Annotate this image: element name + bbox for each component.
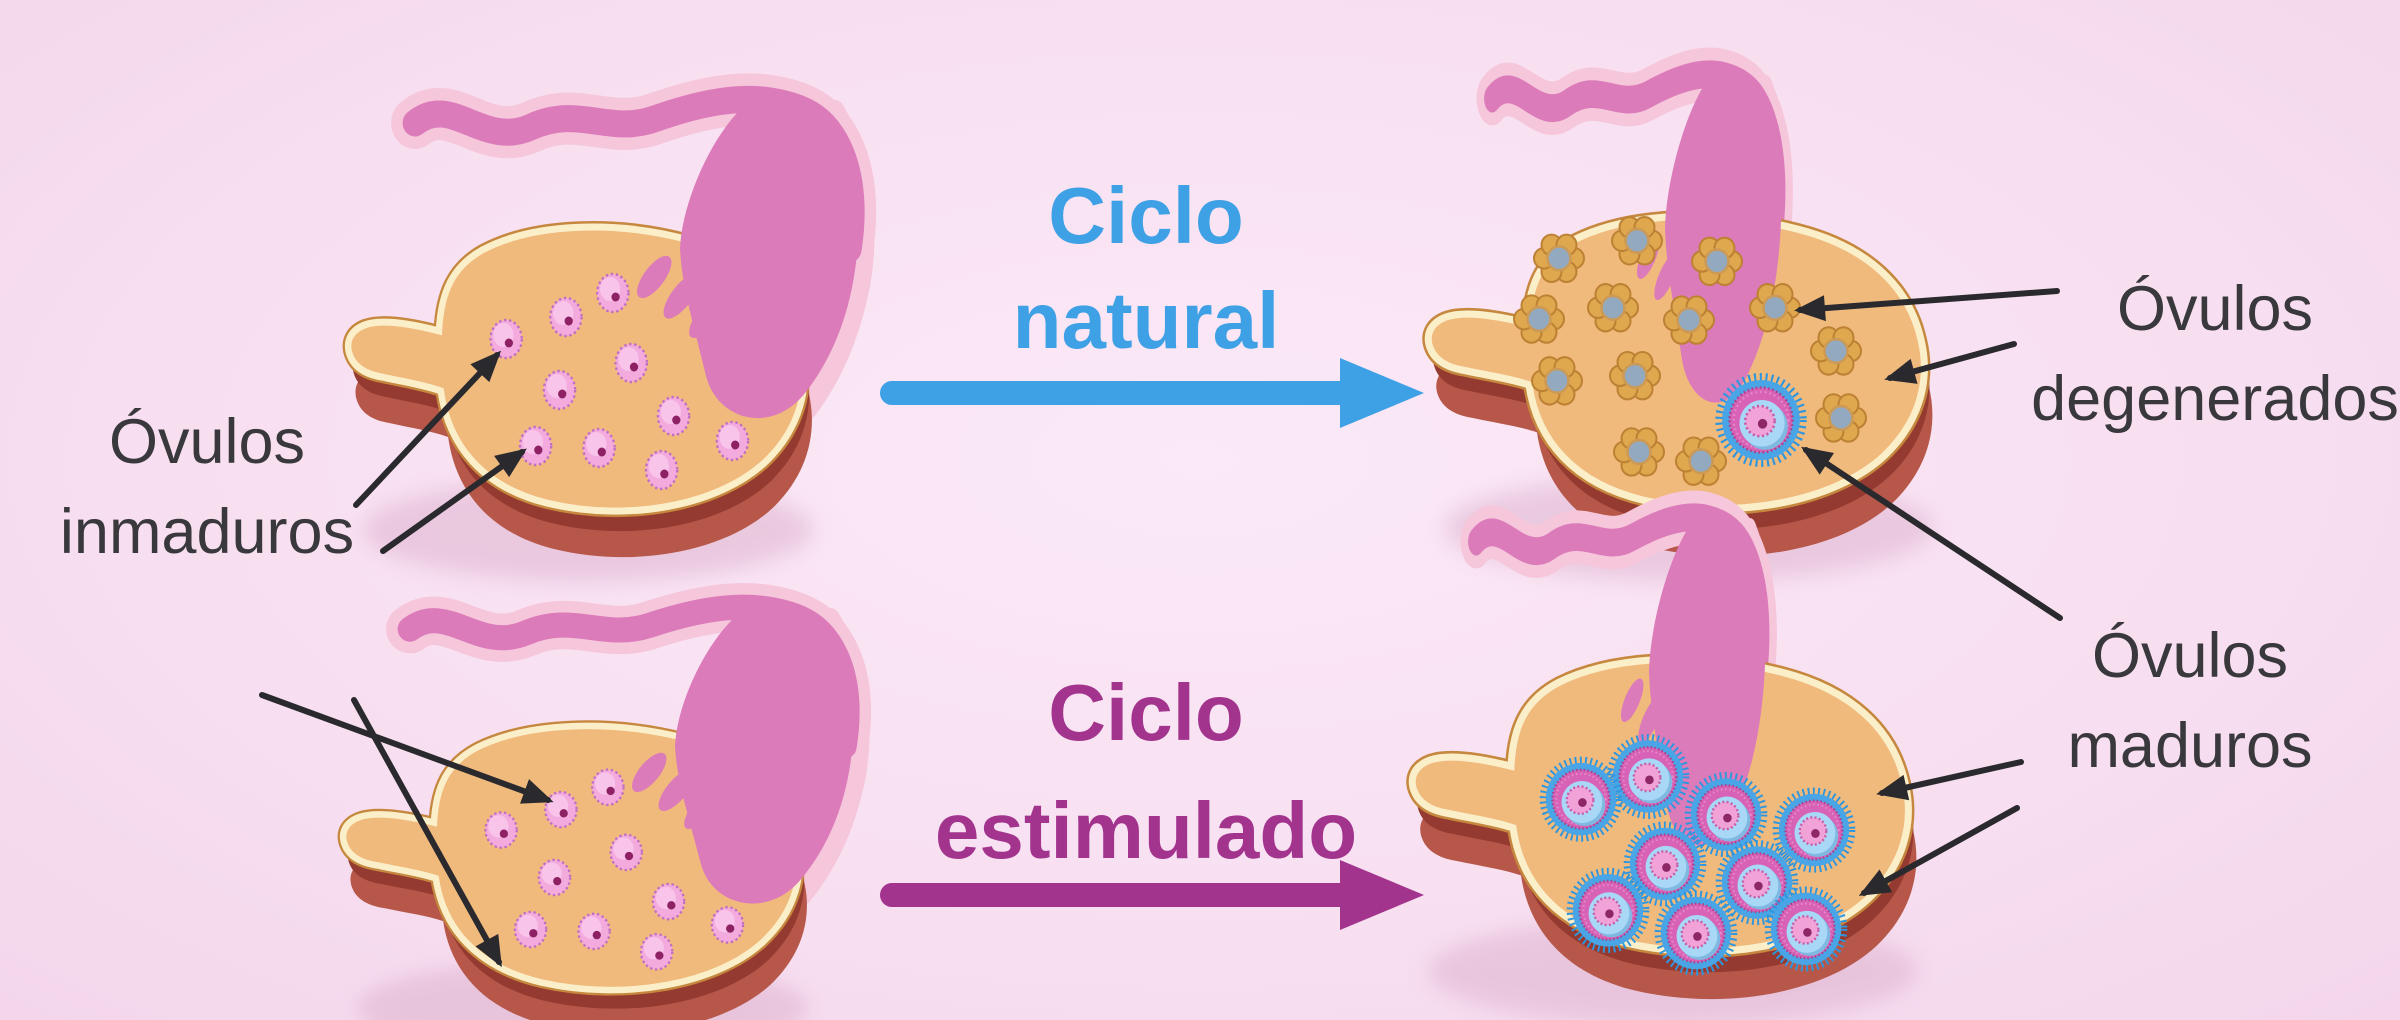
natural-cycle-line1: Ciclo — [1048, 171, 1244, 260]
stimulated-cycle-heading: Ciclo estimulado — [935, 668, 1357, 875]
arrow-immature-top-1 — [353, 350, 502, 508]
pointer-arrows — [259, 288, 2063, 968]
immature-label-line2: inmaduros — [60, 497, 354, 567]
degenerated-egg-icon — [1608, 350, 1662, 401]
degenerated-label-line1: Óvulos — [2117, 274, 2313, 344]
degenerated-egg-icon — [1690, 236, 1744, 287]
immature-egg-icon — [489, 318, 524, 360]
mature-label-line1: Óvulos — [2092, 621, 2288, 691]
immature-egg-icon — [710, 906, 745, 944]
arrow-mature-bottom-2 — [1858, 805, 2020, 896]
arrow-mature-top — [1800, 446, 2063, 621]
immature-egg-icon — [577, 912, 611, 951]
immature-egg-icon — [513, 910, 548, 949]
ovary-stimulated-after — [1412, 509, 1918, 1020]
degenerated-egg-icon — [1610, 215, 1664, 266]
stimulated-cycle-line1: Ciclo — [1048, 668, 1244, 757]
ovary-natural-before — [348, 91, 864, 582]
degenerated-egg-icon — [1512, 294, 1566, 345]
degenerated-egg-icon — [1662, 295, 1716, 346]
mature-label-line2: maduros — [2067, 711, 2312, 781]
degenerated-egg-icon — [1674, 436, 1728, 487]
immature-egg-icon — [639, 933, 674, 971]
natural-cycle-line2: natural — [1013, 276, 1280, 365]
degenerated-egg-icon — [1530, 355, 1584, 406]
immature-egg-icon — [715, 420, 750, 462]
immature-egg-icon — [582, 427, 616, 469]
degenerated-egg-icon — [1748, 282, 1802, 333]
immature-egg-icon — [644, 449, 679, 491]
immature-egg-icon — [656, 395, 691, 437]
immature-label-line1: Óvulos — [109, 407, 305, 477]
arrow-immature-bottom-1 — [259, 692, 554, 804]
degenerated-egg-icon — [1814, 392, 1868, 443]
immature-egg-icon — [537, 858, 572, 897]
arrow-degenerated-2 — [1884, 341, 2017, 384]
degenerated-egg-icon — [1532, 233, 1586, 284]
stimulated-cycle-arrow-icon — [880, 860, 1424, 930]
degenerated-egg-icon — [1586, 282, 1640, 333]
immature-egg-icon — [595, 272, 630, 314]
degenerated-eggs-label: Óvulos degenerados — [2031, 274, 2399, 434]
arrow-immature-top-2 — [380, 448, 527, 554]
degenerated-egg-icon — [1809, 326, 1863, 376]
natural-cycle-heading: Ciclo natural — [1013, 171, 1280, 365]
immature-egg-icon — [544, 790, 578, 829]
immature-egg-icon — [518, 425, 553, 467]
immature-egg-icon — [484, 811, 518, 849]
degenerated-egg-icon — [1612, 426, 1666, 477]
immature-egg-icon — [591, 768, 625, 807]
stimulated-cycle-line2: estimulado — [935, 786, 1357, 875]
immature-egg-icon — [609, 833, 644, 872]
ovary-stimulated-before — [343, 599, 859, 1020]
degenerated-label-line2: degenerados — [2031, 364, 2399, 434]
immature-egg-icon — [542, 369, 577, 411]
immature-egg-icon — [549, 296, 583, 338]
natural-cycle-arrow-icon — [880, 358, 1424, 428]
mature-eggs-label: Óvulos maduros — [2067, 621, 2312, 781]
arrow-degenerated-1 — [1794, 288, 2060, 322]
immature-egg-icon — [614, 342, 649, 384]
arrow-immature-bottom-2 — [351, 697, 502, 968]
arrow-mature-bottom-1 — [1876, 759, 2024, 801]
immature-eggs-label: Óvulos inmaduros — [60, 407, 354, 567]
immature-egg-icon — [651, 882, 686, 921]
